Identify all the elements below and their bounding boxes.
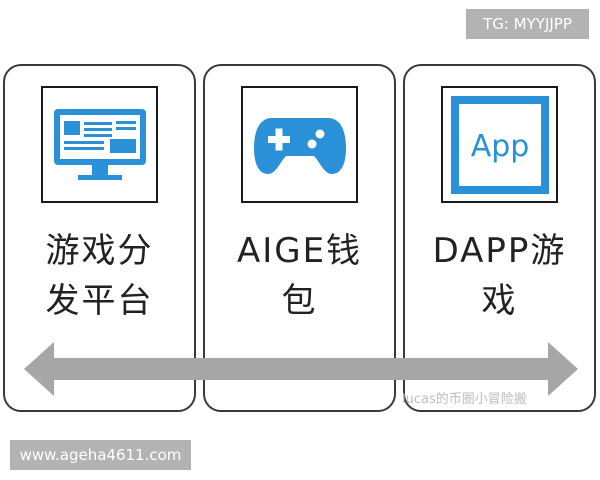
card-label-line1: AIGE钱 [236,231,363,271]
app-icon: App [450,95,549,194]
top-right-tag: TG: MYYJJPP [466,9,589,39]
icon-frame: App [441,86,558,203]
card-label-line2: 戏 [481,281,518,321]
card-game-distribution-platform: 游戏分 发平台 [3,64,196,412]
double-headed-arrow [24,342,578,396]
card-label-line2: 发平台 [45,281,154,321]
desktop-monitor-icon [53,108,146,180]
card-label-line1: 游戏分 [45,231,154,271]
card-label: 游戏分 发平台 [5,226,194,326]
card-dapp-games: App DAPP游 戏 [403,64,596,412]
card-label: AIGE钱 包 [205,226,394,326]
card-label-line2: 包 [281,281,318,321]
gamepad-icon [253,117,346,174]
card-label: DAPP游 戏 [405,226,594,326]
icon-frame [241,86,358,203]
watermark: lucas的币圈小冒险搬 [402,392,527,407]
icon-frame [41,86,158,203]
card-label-line1: DAPP游 [432,231,567,271]
bottom-left-tag: www.ageha4611.com [10,440,191,470]
card-aige-wallet: AIGE钱 包 [203,64,396,412]
app-icon-text: App [470,129,529,164]
